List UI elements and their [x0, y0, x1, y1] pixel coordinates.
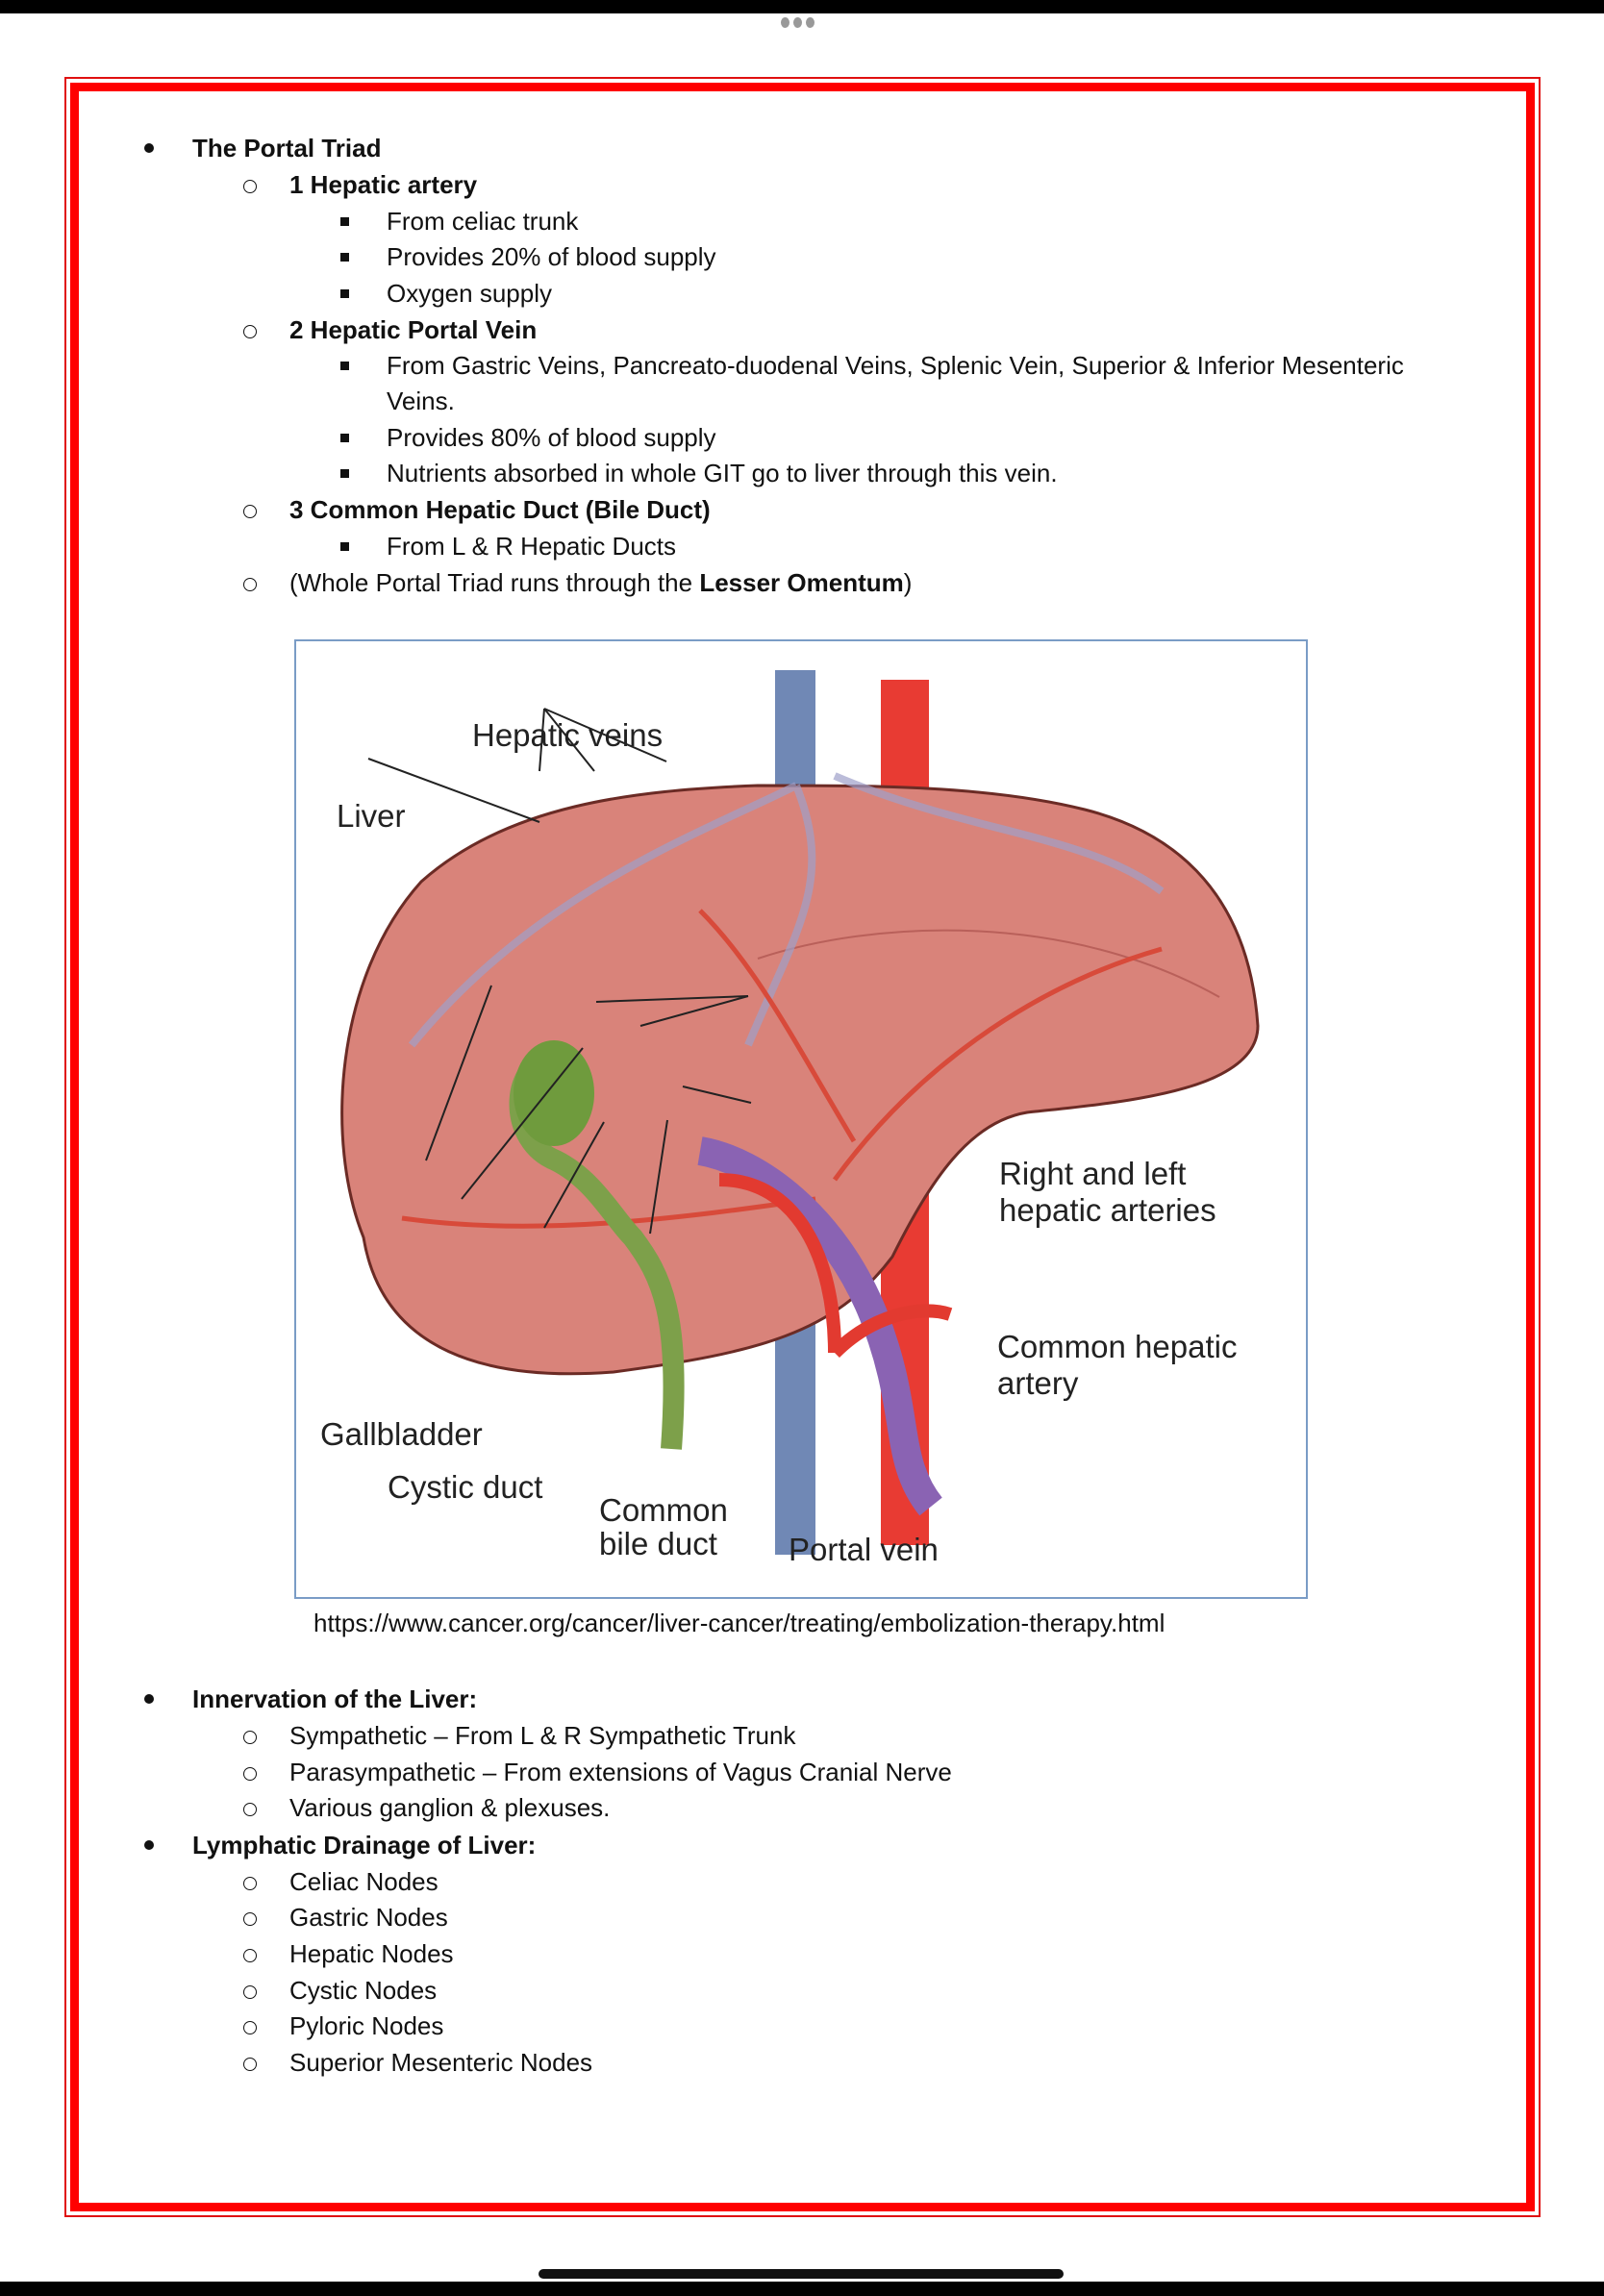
label-hepatic-veins: Hepatic veins — [472, 717, 664, 753]
note: (Whole Portal Triad runs through the Les… — [289, 568, 913, 597]
list-item: Celiac Nodes — [289, 1867, 439, 1896]
subheading: 2 Hepatic Portal Vein — [289, 315, 538, 344]
label-gallbladder: Gallbladder — [320, 1416, 483, 1452]
subheading: 1 Hepatic artery — [289, 170, 478, 199]
list-item: Provides 80% of blood supply — [387, 423, 716, 452]
label-liver: Liver — [337, 798, 406, 834]
home-indicator[interactable] — [539, 2269, 1064, 2279]
label-cystic-duct: Cystic duct — [388, 1469, 543, 1505]
page-border — [64, 77, 1541, 2217]
section-heading-portal-triad: The Portal Triad — [192, 134, 382, 162]
label-portal-vein: Portal vein — [789, 1532, 939, 1567]
more-options-icon[interactable] — [781, 17, 815, 28]
list-item-continuation: Veins. — [387, 387, 455, 415]
list-item: Provides 20% of blood supply — [387, 242, 716, 271]
section-heading-lymphatic: Lymphatic Drainage of Liver: — [192, 1831, 537, 1859]
list-item: Cystic Nodes — [289, 1976, 438, 2005]
list-item: Superior Mesenteric Nodes — [289, 2048, 593, 2077]
list-item: Pyloric Nodes — [289, 2011, 444, 2040]
list-item: From L & R Hepatic Ducts — [387, 532, 677, 561]
list-item: Nutrients absorbed in whole GIT go to li… — [387, 459, 1058, 487]
status-bar — [0, 0, 1604, 13]
list-item: Oxygen supply — [387, 279, 552, 308]
list-item: Various ganglion & plexuses. — [289, 1793, 611, 1822]
bottom-bar — [0, 2282, 1604, 2296]
figure-source-caption: https://www.cancer.org/cancer/liver-canc… — [313, 1609, 1165, 1637]
list-item: Hepatic Nodes — [289, 1939, 454, 1968]
subheading: 3 Common Hepatic Duct (Bile Duct) — [289, 495, 711, 524]
section-heading-innervation: Innervation of the Liver: — [192, 1685, 478, 1713]
list-item: Parasympathetic – From extensions of Vag… — [289, 1758, 952, 1786]
list-item: From Gastric Veins, Pancreato-duodenal V… — [387, 351, 1404, 380]
list-item: From celiac trunk — [387, 207, 579, 236]
hepatic-artery — [718, 1173, 953, 1359]
liver-shape — [340, 784, 1260, 1376]
portal-vein — [697, 1136, 943, 1516]
list-item: Gastric Nodes — [289, 1903, 448, 1932]
liver-illustration — [340, 670, 1260, 1555]
list-item: Sympathetic – From L & R Sympathetic Tru… — [289, 1721, 796, 1750]
